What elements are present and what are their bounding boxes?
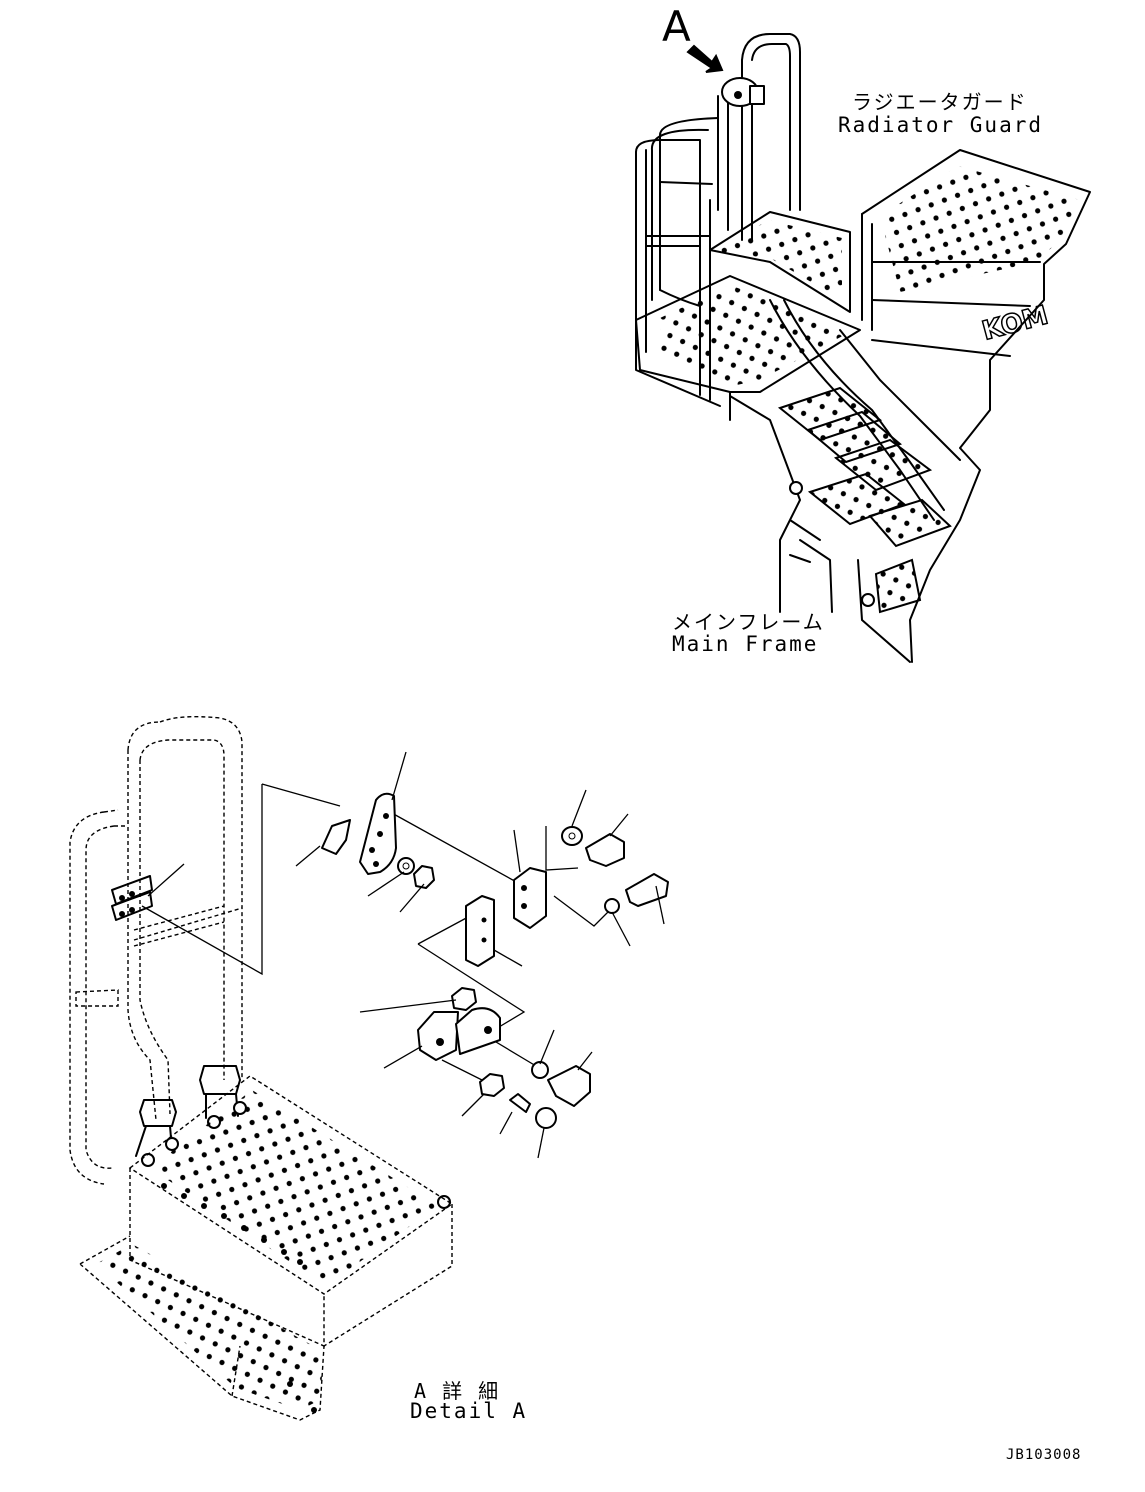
detail-a-label-en: Detail A xyxy=(410,1399,528,1423)
bolt-2 xyxy=(625,873,669,907)
hinge-bracket xyxy=(417,1007,501,1061)
bolt-1 xyxy=(585,833,625,867)
washer-4 xyxy=(531,1061,549,1079)
washer-1 xyxy=(397,857,415,875)
detail-a-drawing xyxy=(69,715,669,1421)
drawing-code: JB103008 xyxy=(1006,1447,1082,1463)
plate-bracket xyxy=(359,792,397,875)
clamp-detail-a xyxy=(721,77,765,107)
side-holes xyxy=(161,1183,303,1265)
nut-2 xyxy=(451,987,477,1011)
detail-a-label-ja: A 詳 細 xyxy=(414,1379,501,1403)
spacer-bar xyxy=(465,895,495,967)
nut-3 xyxy=(479,1073,505,1097)
svg-text:KOM: KOM xyxy=(979,300,1051,346)
cap xyxy=(535,1107,557,1129)
washer-2 xyxy=(561,826,583,846)
radiator-guard-label-ja: ラジエータガード xyxy=(852,90,1028,114)
washer-3 xyxy=(604,898,620,914)
clip-part xyxy=(321,819,351,855)
view-arrow-a xyxy=(686,44,724,73)
radiator-guard-label-en: Radiator Guard xyxy=(838,113,1044,137)
main-frame-label-en: Main Frame xyxy=(672,632,819,656)
main-frame-label-ja: メインフレーム xyxy=(672,610,825,634)
view-marker-a: A xyxy=(662,2,691,51)
stair-treads xyxy=(777,386,952,614)
leader-lines xyxy=(147,751,665,1159)
bolt-3 xyxy=(547,1065,591,1107)
nut-1 xyxy=(413,865,435,889)
pin xyxy=(509,1093,531,1113)
bracket-l xyxy=(513,867,547,929)
